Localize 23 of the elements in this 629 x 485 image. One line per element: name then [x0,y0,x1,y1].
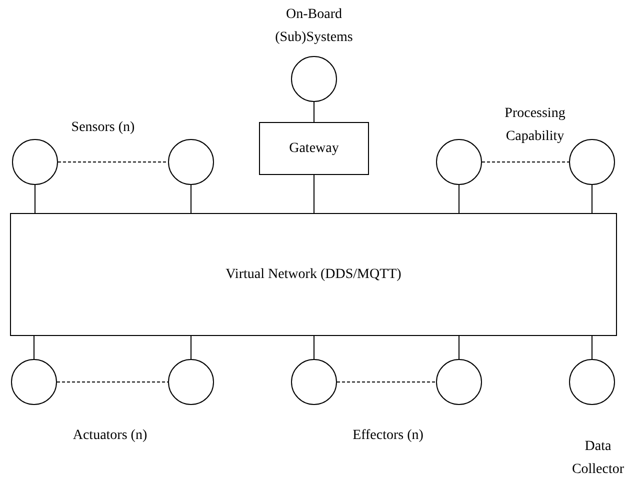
node-label: On-Board (Sub)Systems [274,6,354,47]
circle-node [168,359,214,405]
circle-node [168,139,214,185]
node-label: Virtual Network (DDS/MQTT) [226,266,402,282]
circle-node [436,139,482,185]
group-label: Actuators (n) [72,427,148,445]
circle-node [569,139,615,185]
group-label: Effectors (n) [352,427,424,445]
circle-node [436,359,482,405]
group-label: Processing Capability [504,105,566,146]
network-box [10,213,617,336]
connector-line [190,336,192,360]
circle-node [11,359,57,405]
node-label: Data Collector [570,438,626,479]
circle-node [12,139,58,185]
circle-node [291,359,337,405]
connector-line [34,184,36,214]
connector-line [190,184,192,214]
node-label: Gateway [289,140,339,156]
group-label: Sensors (n) [70,119,136,137]
connector-line [458,184,460,214]
connector-line [458,336,460,360]
gateway-box [259,122,369,175]
